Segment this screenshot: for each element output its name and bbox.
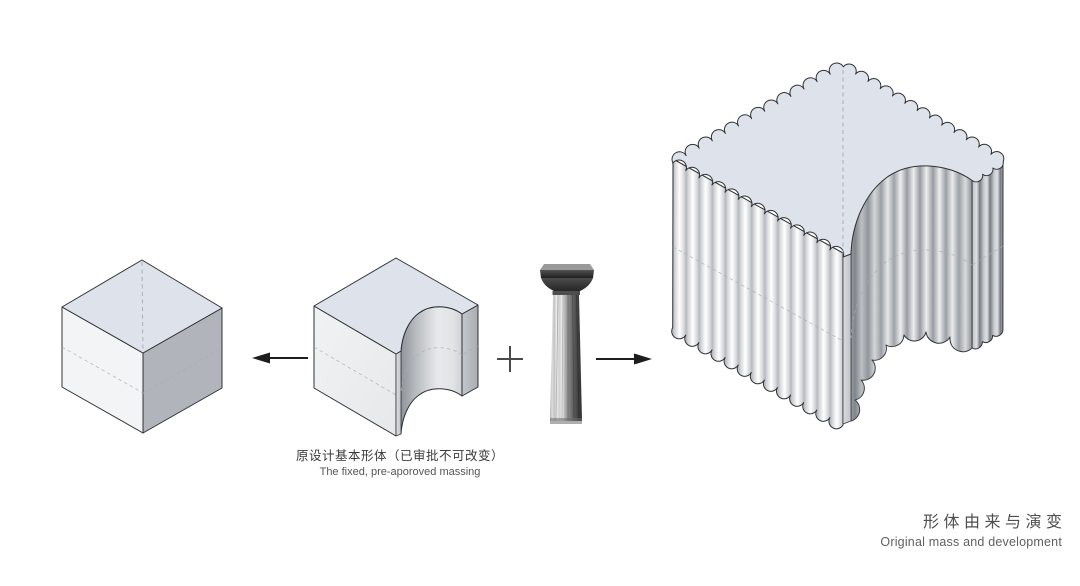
fluted-mass-sliver-face bbox=[842, 249, 852, 425]
column-neck bbox=[552, 291, 580, 295]
base-cube-midline-right bbox=[142, 347, 223, 394]
notched-cube-sliver-face bbox=[395, 350, 402, 437]
notched-cube-cylinder-face bbox=[400, 306, 463, 435]
notched-cube-midline-left bbox=[313, 346, 397, 396]
base-cube-top-face bbox=[61, 259, 223, 354]
massing-caption: 原设计基本形体（已审批不可改变） The fixed, pre-aporoved… bbox=[280, 448, 520, 479]
fluted-mass-midline-cylinder bbox=[850, 249, 973, 339]
column-abacus-front bbox=[540, 270, 594, 278]
column-base-shadow bbox=[550, 418, 582, 424]
base-cube-axis-line bbox=[141, 261, 144, 353]
diagram-title-en: Original mass and development bbox=[880, 535, 1062, 549]
column-shaft bbox=[550, 295, 582, 421]
column-flute-lines bbox=[555, 294, 580, 422]
notched-cube-figure bbox=[313, 257, 479, 437]
notched-cube-midline-right bbox=[461, 345, 479, 356]
massing-caption-en: The fixed, pre-aporoved massing bbox=[319, 466, 481, 478]
column-echinus bbox=[541, 278, 593, 291]
diagram-title: 形体由来与演变 Original mass and development bbox=[742, 512, 1062, 551]
base-cube-midline-left bbox=[61, 346, 144, 394]
fluted-mass-cylinder-shading bbox=[851, 161, 972, 421]
fluted-mass-figure bbox=[671, 62, 1005, 430]
notched-cube-midline-cylinder bbox=[400, 347, 463, 393]
plus-icon bbox=[497, 346, 523, 372]
fluted-mass-left-face bbox=[671, 158, 844, 430]
fluted-mass-right-strip bbox=[971, 157, 1004, 350]
massing-caption-zh: 原设计基本形体（已审批不可改变） bbox=[295, 449, 504, 463]
arrow-right-icon bbox=[596, 353, 652, 365]
diagram-title-zh: 形体由来与演变 bbox=[922, 514, 1067, 531]
column-abacus-top bbox=[540, 264, 594, 270]
notched-cube-top-face bbox=[313, 257, 479, 355]
fluted-mass-top-face bbox=[671, 62, 1005, 258]
doric-column-image bbox=[540, 264, 594, 424]
arrow-left-icon bbox=[252, 352, 308, 364]
base-cube-figure bbox=[61, 259, 223, 434]
